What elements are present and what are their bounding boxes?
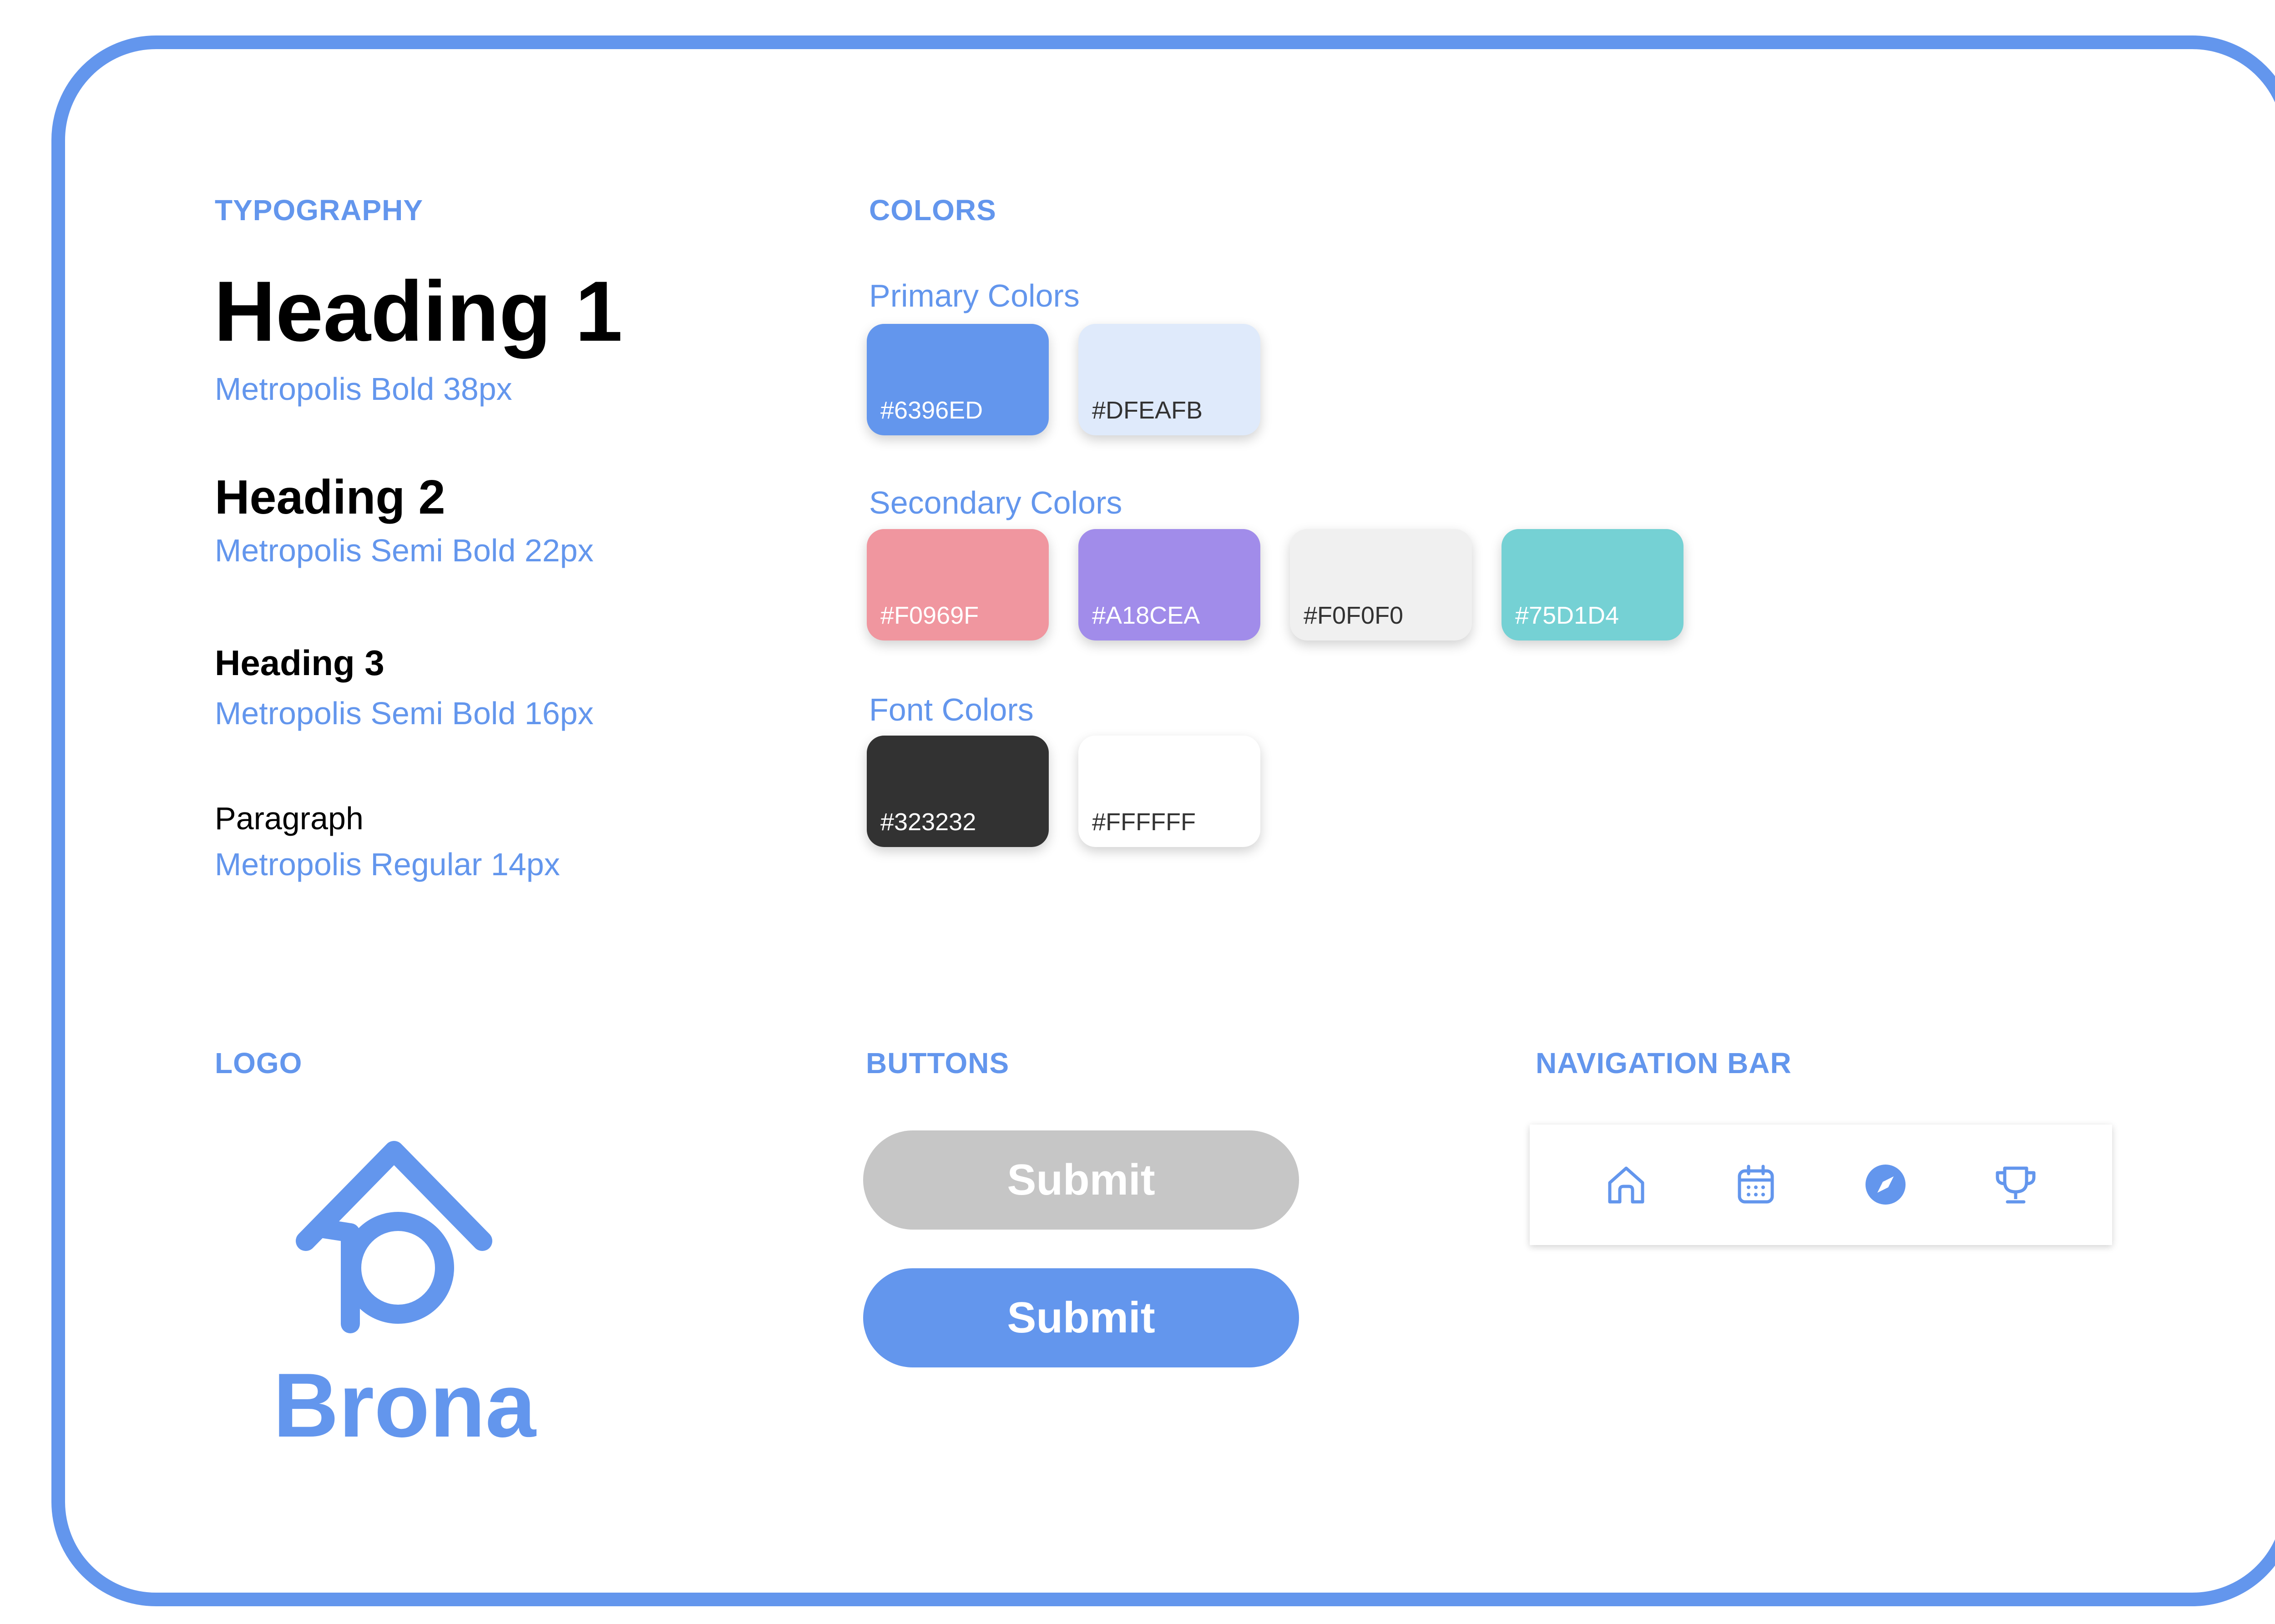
font-colors-label: Font Colors [869,692,1034,727]
color-swatch: #F0F0F0 [1290,529,1472,641]
color-swatch-hex: #F0F0F0 [1304,602,1404,629]
heading-1-spec: Metropolis Bold 38px [215,371,512,407]
color-swatch: #323232 [867,736,1049,847]
heading-2-spec: Metropolis Semi Bold 22px [215,533,594,568]
primary-swatch-row: #6396ED #DFEAFB [867,324,1260,435]
logo-wordmark: Brona [273,1355,536,1456]
submit-button-primary[interactable]: Submit [863,1268,1299,1367]
color-swatch: #F0969F [867,529,1049,641]
secondary-colors-label: Secondary Colors [869,485,1122,520]
buttons-section-title: BUTTONS [866,1047,1010,1079]
color-swatch-hex: #6396ED [880,397,983,424]
typography-section-title: TYPOGRAPHY [215,194,424,227]
color-swatch-hex: #F0969F [880,602,979,629]
heading-2-sample: Heading 2 [215,470,445,524]
logo-section-title: LOGO [215,1047,303,1079]
color-swatch-hex: #DFEAFB [1092,397,1203,424]
colors-section-title: COLORS [869,194,996,227]
paragraph-spec: Metropolis Regular 14px [215,847,560,882]
house-b-icon [296,1141,492,1333]
font-swatch-row: #323232 #FFFFFF [867,736,1260,847]
heading-3-spec: Metropolis Semi Bold 16px [215,696,594,731]
color-swatch-hex: #FFFFFF [1092,808,1196,836]
home-icon[interactable] [1603,1162,1649,1207]
calendar-icon[interactable] [1733,1162,1779,1207]
primary-colors-label: Primary Colors [869,278,1080,313]
navigation-section-title: NAVIGATION BAR [1536,1047,1792,1079]
navigation-bar [1530,1125,2112,1245]
color-swatch: #FFFFFF [1078,736,1260,847]
heading-3-sample: Heading 3 [215,643,384,683]
color-swatch: #6396ED [867,324,1049,435]
secondary-swatch-row: #F0969F #A18CEA #F0F0F0 #75D1D4 [867,529,1684,641]
compass-icon[interactable] [1863,1162,1908,1207]
color-swatch: #DFEAFB [1078,324,1260,435]
paragraph-sample: Paragraph [215,801,364,836]
color-swatch-hex: #A18CEA [1092,602,1200,629]
color-swatch: #75D1D4 [1502,529,1684,641]
color-swatch: #A18CEA [1078,529,1260,641]
trophy-icon[interactable] [1993,1162,2038,1207]
color-swatch-hex: #75D1D4 [1515,602,1619,629]
heading-1-sample: Heading 1 [214,263,623,359]
submit-button-disabled[interactable]: Submit [863,1130,1299,1230]
color-swatch-hex: #323232 [880,808,976,836]
